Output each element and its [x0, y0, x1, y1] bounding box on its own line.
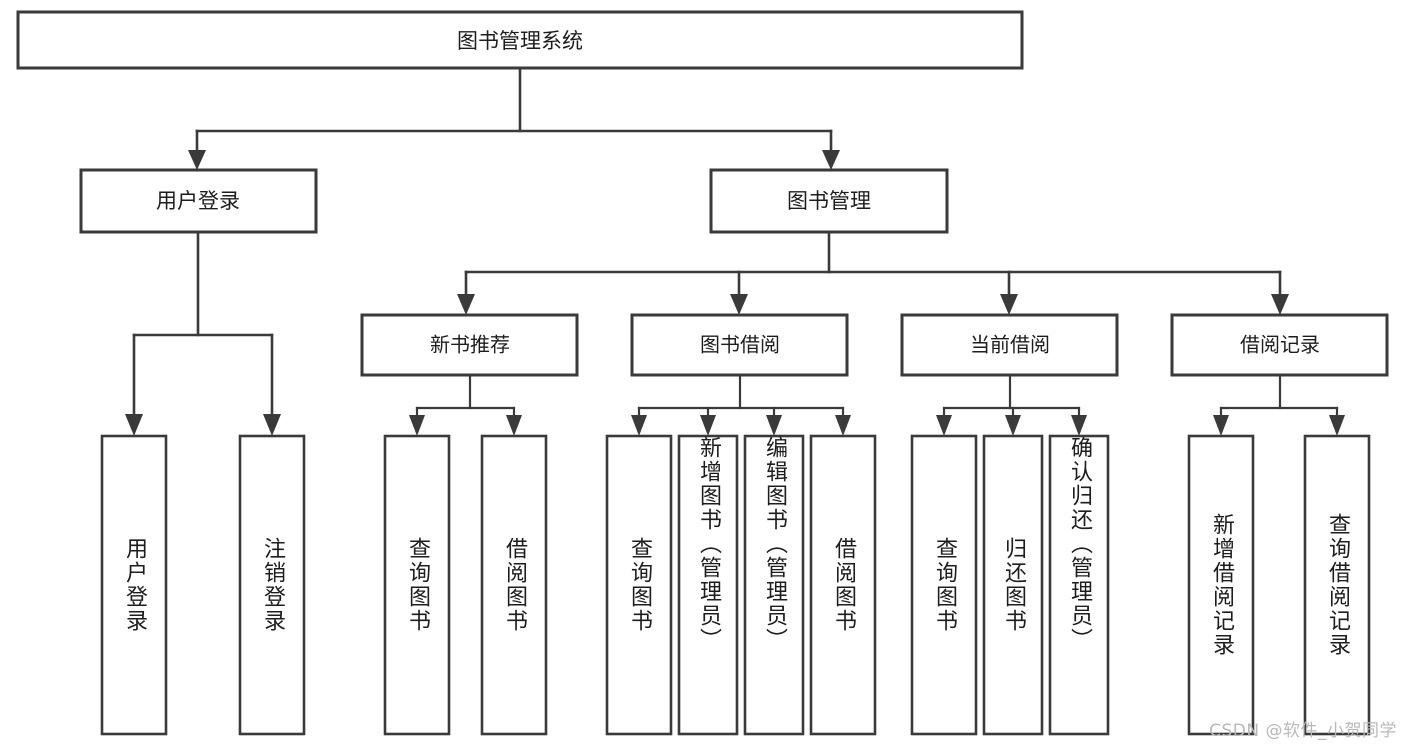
leaf-box-user-login[interactable] [100, 434, 168, 736]
arrowhead-leaf-query-book-2 [631, 415, 647, 436]
node-user-login-label: 用户登录 [156, 189, 240, 213]
arrowhead-leaf-add-book [700, 415, 716, 436]
arrowhead-leaf-logout [263, 414, 281, 436]
arrowhead-current-borrow [1000, 294, 1018, 315]
node-current-borrow-label: 当前借阅 [970, 333, 1050, 357]
leaf-box-edit-book[interactable] [743, 434, 805, 736]
leaf-box-add-book[interactable] [677, 434, 739, 736]
connector-layer [125, 66, 1345, 436]
node-book-manage-box[interactable] [709, 168, 949, 234]
node-book-manage[interactable]: 图书管理 [709, 168, 949, 234]
node-user-login[interactable]: 用户登录 [79, 168, 318, 234]
node-root[interactable]: 图书管理系统 [16, 10, 1024, 70]
leaf-box-query-book-1[interactable] [383, 434, 451, 736]
arrowhead-leaf-confirm-return [1071, 415, 1087, 436]
node-borrow-record-box[interactable] [1170, 313, 1389, 377]
leaf-box-return-book[interactable] [982, 434, 1044, 736]
arrowhead-new-book-rec [457, 294, 475, 315]
node-new-book-rec-box[interactable] [360, 313, 579, 377]
node-current-borrow[interactable]: 当前借阅 [900, 313, 1119, 377]
arrowhead-leaf-add-record [1213, 415, 1229, 436]
arrowhead-leaf-query-book-3 [936, 415, 952, 436]
node-layer: 图书管理系统 用户登录 图书管理 新书推荐 图书借阅 当前 [16, 10, 1389, 736]
arrowhead-borrow-record [1271, 294, 1289, 315]
arrowhead-leaf-borrow-book-2 [835, 415, 851, 436]
arrowhead-leaf-return-book [1005, 415, 1021, 436]
node-book-manage-label: 图书管理 [787, 189, 871, 213]
leaf-box-confirm-return[interactable] [1048, 434, 1110, 736]
node-book-borrow-box[interactable] [630, 313, 849, 377]
leaf-box-borrow-book-2[interactable] [809, 434, 877, 736]
node-root-box[interactable] [16, 10, 1024, 70]
arrowhead-user-login [188, 150, 206, 170]
leaf-box-query-book-3[interactable] [910, 434, 978, 736]
node-book-borrow-label: 图书借阅 [700, 333, 780, 357]
leaf-box-query-book-2[interactable] [605, 434, 673, 736]
leaf-box-logout[interactable] [238, 434, 306, 736]
node-new-book-rec-label: 新书推荐 [430, 333, 510, 357]
node-user-login-box[interactable] [79, 168, 318, 234]
arrowhead-leaf-query-record [1329, 415, 1345, 436]
arrowhead-leaf-borrow-book-1 [506, 415, 522, 436]
node-current-borrow-box[interactable] [900, 313, 1119, 377]
node-root-label: 图书管理系统 [457, 29, 583, 53]
arrowhead-leaf-query-book-1 [409, 415, 425, 436]
arrowhead-book-manage [822, 150, 840, 170]
arrowhead-book-borrow [730, 294, 748, 315]
watermark-text: CSDN @软件_小贺同学 [1209, 721, 1397, 741]
leaf-box-borrow-book-1[interactable] [480, 434, 548, 736]
node-borrow-record[interactable]: 借阅记录 [1170, 313, 1389, 377]
node-borrow-record-label: 借阅记录 [1240, 333, 1320, 357]
arrowhead-leaf-user-login [125, 414, 143, 436]
node-new-book-rec[interactable]: 新书推荐 [360, 313, 579, 377]
node-book-borrow[interactable]: 图书借阅 [630, 313, 849, 377]
leaf-box-add-record[interactable] [1187, 434, 1255, 736]
arrowhead-leaf-edit-book [766, 415, 782, 436]
leaf-box-query-record[interactable] [1303, 434, 1371, 736]
